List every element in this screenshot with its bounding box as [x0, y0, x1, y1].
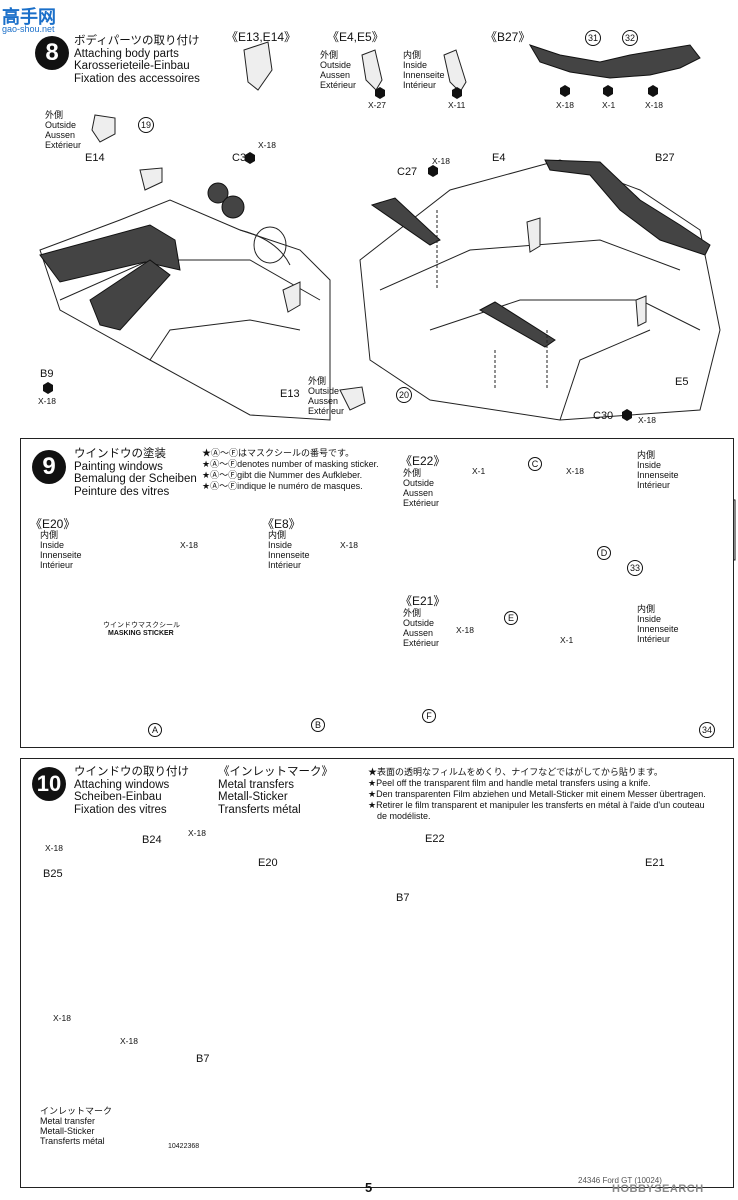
header-b27: 《B27》 [485, 30, 531, 44]
title-de: Scheiben-Einbau [74, 791, 162, 803]
site-url: gao-shou.net [2, 24, 55, 34]
mask-e: E [504, 611, 518, 625]
mask-b: B [311, 718, 325, 732]
transfer-code: 10422368 [168, 1143, 200, 1150]
part-e14: E14 [85, 152, 105, 164]
part-c30: C30 [593, 410, 614, 422]
header-e21: 《E21》 [400, 594, 446, 608]
step-10-panel [20, 758, 734, 1188]
mask-c: C [528, 457, 542, 471]
header-e8: 《E8》 [262, 517, 301, 531]
screw-label: X-18 [645, 100, 663, 110]
part-b7: B7 [396, 892, 410, 904]
screw-label: X-18 [432, 156, 450, 166]
title-de: Bemalung der Scheiben [74, 473, 197, 485]
callout-34: 34 [699, 722, 715, 738]
part-c34: C34 [232, 152, 253, 164]
screw-label: X-18 [258, 140, 276, 150]
title-jp: ウインドウの取り付け [74, 766, 189, 778]
hobbysearch-watermark: HOBBYSEARCH [612, 1183, 704, 1195]
title-jp: ボディパーツの取り付け [74, 35, 200, 47]
screw-label: X-18 [566, 466, 584, 476]
part-e13: E13 [280, 388, 300, 400]
screw-label: X-18 [180, 540, 198, 550]
title-en: Attaching windows [74, 778, 170, 791]
part-e21: E21 [645, 857, 665, 869]
screw-label: X-18 [38, 396, 56, 406]
part-b27: B27 [655, 152, 675, 164]
part-e22: E22 [425, 833, 445, 845]
sticker-label-en: MASKING STICKER [108, 630, 174, 637]
callout-19: 19 [138, 117, 154, 133]
product-code: 24346 Ford GT (10024) [578, 1176, 662, 1185]
transfer-notes: ★表面の透明なフィルムをめくり、ナイフなどではがしてから貼ります。★Peel o… [368, 767, 706, 821]
part-e4: E4 [492, 152, 506, 164]
screw-label: X-18 [188, 828, 206, 838]
title-fr: Peinture des vitres [74, 485, 170, 498]
screw-label: X-18 [556, 100, 574, 110]
part-b25: B25 [43, 868, 63, 880]
screw-label: X-18 [45, 843, 63, 853]
site-logo: 高手网 [2, 7, 56, 27]
callout-20: 20 [396, 387, 412, 403]
part-c27: C27 [397, 166, 418, 178]
screw-label: X-1 [560, 635, 574, 645]
part-b9: B9 [40, 368, 54, 380]
screw-label: X-18 [340, 540, 358, 550]
step-number: 10 [32, 767, 66, 801]
masking-notes: ★Ⓐ〜Ⓕはマスクシールの番号です。★Ⓐ〜Ⓕdenotes number of m… [202, 448, 379, 491]
sticker-label-jp: ウインドウマスクシール [103, 622, 180, 629]
callout-32: 32 [622, 30, 638, 46]
mask-f: F [422, 709, 436, 723]
title-de: Karosserieteile-Einbau [74, 60, 190, 72]
step-title: ウインドウの塗装 Painting windows Bemalung der S… [74, 448, 197, 498]
mask-a: A [148, 723, 162, 737]
screw-label: X-18 [456, 625, 474, 635]
title-en: Painting windows [74, 460, 163, 473]
screw-label: X-18 [120, 1036, 138, 1046]
screw-label: X-1 [602, 100, 616, 110]
step-number: 8 [35, 36, 69, 70]
mask-d: D [597, 546, 611, 560]
screw-label: X-1 [472, 466, 486, 476]
step-9-panel [20, 438, 734, 748]
callout-31: 31 [585, 30, 601, 46]
step-number: 9 [32, 450, 66, 484]
screw-label: X-11 [448, 100, 466, 110]
title-fr: Fixation des vitres [74, 803, 167, 816]
header-e20: 《E20》 [30, 517, 76, 531]
header-e4-e5: 《E4,E5》 [327, 30, 384, 44]
title-en: Attaching body parts [74, 47, 179, 60]
header-e22: 《E22》 [400, 454, 446, 468]
part-b7-small: B7 [196, 1053, 210, 1065]
screw-label: X-18 [53, 1013, 71, 1023]
step-title: ボディパーツの取り付け Attaching body parts Karosse… [74, 35, 200, 85]
step-title: ウインドウの取り付け Attaching windows Scheiben-Ei… [74, 766, 189, 816]
header-e13-e14: 《E13,E14》 [226, 30, 297, 44]
screw-label: X-27 [368, 100, 386, 110]
part-e20: E20 [258, 857, 278, 869]
part-e5: E5 [675, 376, 689, 388]
page-number: 5 [365, 1180, 373, 1195]
callout-33: 33 [627, 560, 643, 576]
title-fr: Fixation des accessoires [74, 72, 200, 85]
screw-label: X-18 [638, 415, 656, 425]
part-b24: B24 [142, 834, 162, 846]
title-jp: ウインドウの塗装 [74, 448, 166, 460]
